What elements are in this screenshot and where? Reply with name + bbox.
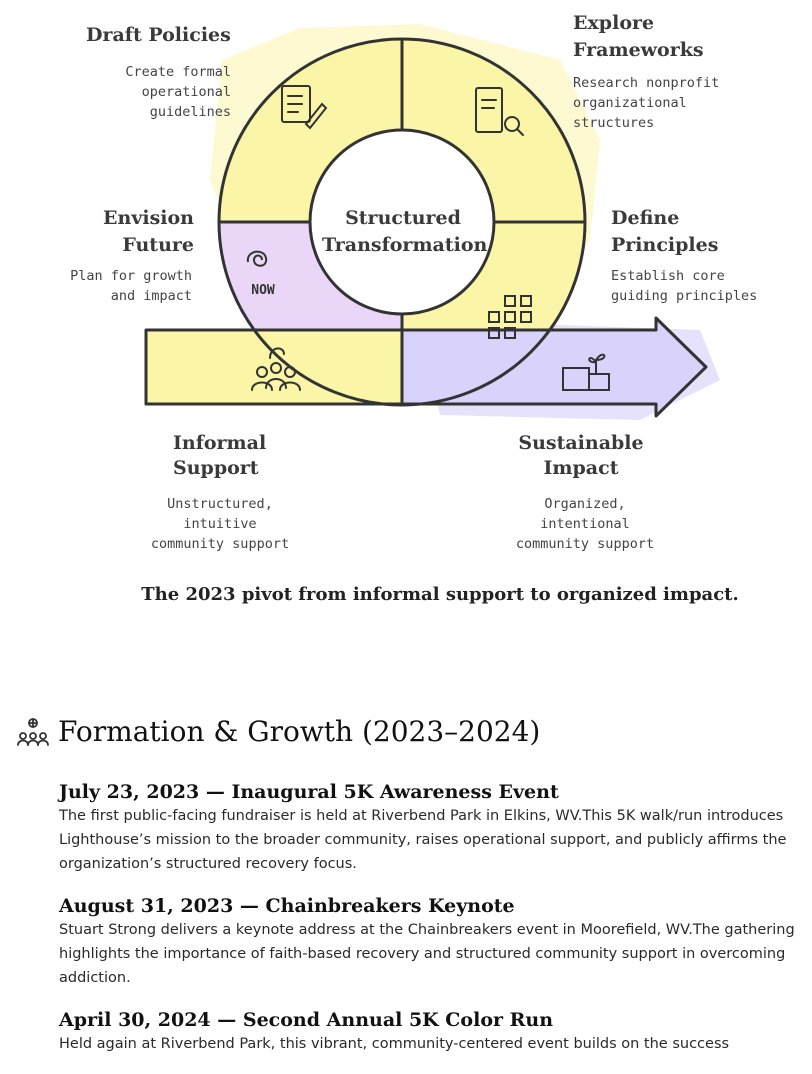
event-heading: July 23, 2023 — Inaugural 5K Awareness E… <box>59 781 559 803</box>
transformation-diagram: NOW Structured Transformation Draft Poli… <box>70 12 758 552</box>
explore-frameworks-desc: Research nonprofit organizational struct… <box>573 75 720 131</box>
event-item: August 31, 2023 — Chainbreakers Keynote … <box>59 894 799 990</box>
event-body: Stuart Strong delivers a keynote address… <box>59 922 795 986</box>
structure-network-icon <box>488 295 532 339</box>
document-search-icon <box>475 87 524 136</box>
event-heading: August 31, 2023 — Chainbreakers Keynote <box>59 895 515 917</box>
informal-support-title: Informal Support <box>173 432 267 479</box>
event-list: July 23, 2023 — Inaugural 5K Awareness E… <box>59 780 799 1074</box>
ring-draft-segment <box>220 40 402 222</box>
impact-arrow <box>402 318 706 416</box>
event-item: July 23, 2023 — Inaugural 5K Awareness E… <box>59 780 799 876</box>
define-principles-desc: Establish core guiding principles <box>611 268 758 304</box>
informal-band <box>146 330 402 404</box>
event-item: April 30, 2024 — Second Annual 5K Color … <box>59 1008 799 1056</box>
ring-center <box>312 132 492 312</box>
center-label: Structured Transformation <box>322 207 488 256</box>
sustainable-impact-desc: Organized, intentional community support <box>515 496 655 552</box>
diagram-graphic: NOW <box>144 24 720 420</box>
now-badge: NOW <box>251 283 275 298</box>
event-body: The first public-facing fundraiser is he… <box>59 808 787 872</box>
event-body: Held again at Riverbend Park, this vibra… <box>59 1036 730 1052</box>
diagram-caption: The 2023 pivot from informal support to … <box>141 584 739 605</box>
now-swirl-icon <box>246 250 268 267</box>
draft-policies-title: Draft Policies <box>86 24 231 46</box>
informal-support-desc: Unstructured, intuitive community suppor… <box>150 496 290 552</box>
define-principles-title: Define Principles <box>611 207 719 256</box>
diagram-outlines <box>144 37 708 418</box>
community-icon <box>17 717 49 746</box>
envision-future-title: Envision Future <box>103 207 194 256</box>
section-header: Formation & Growth (2023–2024) <box>16 715 540 748</box>
document-pen-icon <box>281 85 328 130</box>
growth-building-icon <box>562 353 610 391</box>
draft-policies-desc: Create formal operational guidelines <box>125 64 231 120</box>
section-title: Formation & Growth (2023–2024) <box>58 715 541 748</box>
community-support-icon <box>251 347 301 391</box>
event-heading: April 30, 2024 — Second Annual 5K Color … <box>59 1009 554 1031</box>
sustainable-impact-title: Sustainable Impact <box>518 432 644 479</box>
explore-frameworks-title: Explore Frameworks <box>573 12 704 61</box>
envision-future-desc: Plan for growth and impact <box>70 268 192 304</box>
